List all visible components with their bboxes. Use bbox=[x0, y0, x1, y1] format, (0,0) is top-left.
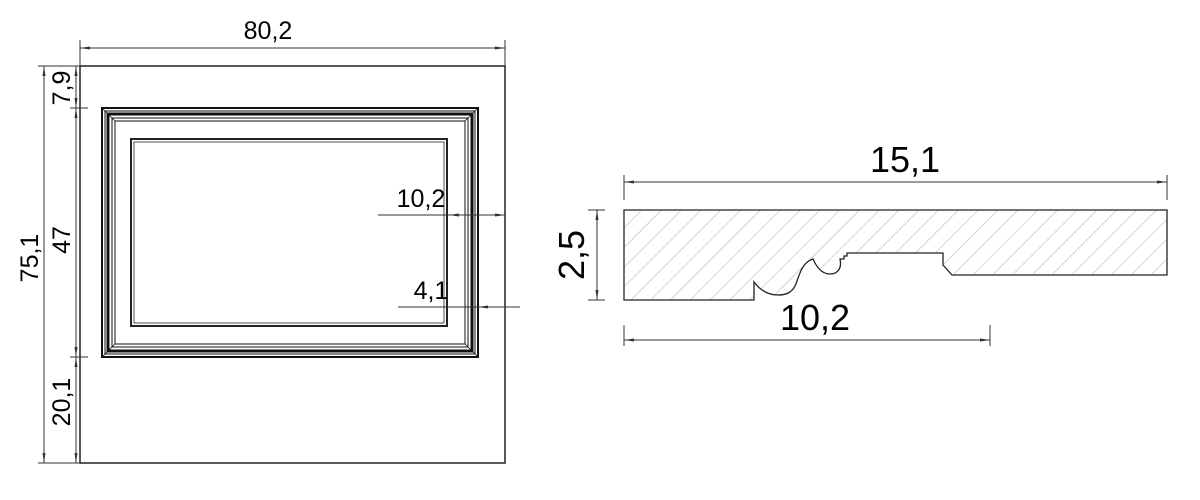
dimension-width: 80,2 bbox=[79, 17, 506, 66]
side-margin-label: 10,2 bbox=[397, 185, 446, 213]
dimension-profile-inner-width: 10,2 bbox=[623, 297, 991, 346]
width-label: 80,2 bbox=[244, 17, 293, 45]
profile-section: 15,1 2,5 10,2 bbox=[551, 139, 1168, 346]
dimension-side-margin: 10,2 bbox=[378, 185, 505, 217]
dimension-moulding-width: 4,1 bbox=[398, 277, 520, 309]
dimension-segments: 7,9 47 20,1 bbox=[48, 66, 88, 463]
top-margin-label: 7,9 bbox=[48, 71, 76, 106]
moulding-profile bbox=[623, 209, 1168, 301]
height-label: 75,1 bbox=[16, 234, 44, 283]
profile-inner-width-label: 10,2 bbox=[780, 297, 850, 338]
frame-height-label: 47 bbox=[48, 226, 76, 254]
bottom-margin-label: 20,1 bbox=[48, 378, 76, 427]
profile-height-label: 2,5 bbox=[551, 230, 592, 280]
moulding-frame bbox=[101, 107, 479, 358]
dimension-height: 75,1 bbox=[16, 65, 80, 464]
moulding-width-label: 4,1 bbox=[414, 277, 449, 305]
profile-width-label: 15,1 bbox=[870, 139, 940, 180]
inner-panel bbox=[130, 138, 448, 327]
dimension-profile-height: 2,5 bbox=[551, 209, 605, 301]
panel-outline bbox=[79, 65, 506, 464]
front-view: 80,2 75,1 7,9 47 20,1 10,2 bbox=[16, 17, 520, 464]
dimension-profile-width: 15,1 bbox=[623, 139, 1168, 200]
